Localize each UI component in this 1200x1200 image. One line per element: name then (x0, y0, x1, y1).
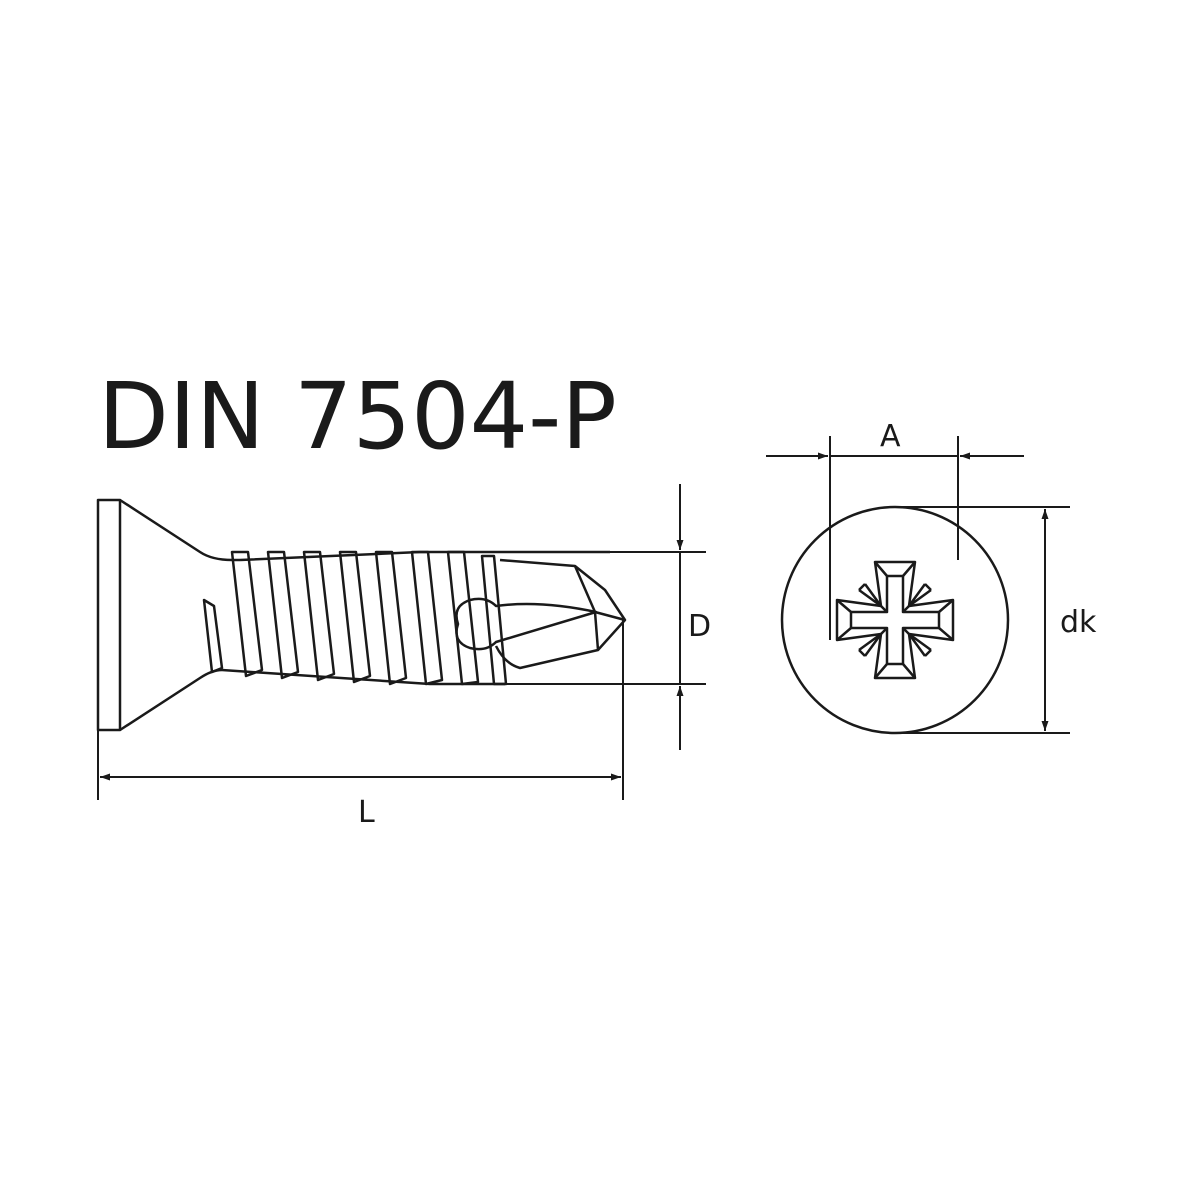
dimension-head-diameter (900, 506, 1070, 734)
thread-turns (202, 550, 508, 686)
phillips-recess-icon (835, 560, 955, 680)
page-title: DIN 7504-P (98, 363, 617, 470)
screw-head (96, 498, 122, 732)
recess-width-label: A (880, 419, 901, 454)
head-outline (780, 505, 1010, 735)
drill-point (494, 558, 627, 670)
dimension-length (97, 620, 624, 800)
dimension-recess-width (766, 436, 1024, 640)
head-diameter-label: dk (1060, 605, 1097, 640)
screw-head-taper (119, 498, 240, 562)
screw-side-view (96, 498, 627, 732)
dimension-thread-diameter (505, 484, 706, 750)
screw-head-top-view (780, 505, 1010, 735)
thread-diameter-label: D (688, 609, 711, 644)
length-label: L (358, 795, 375, 830)
